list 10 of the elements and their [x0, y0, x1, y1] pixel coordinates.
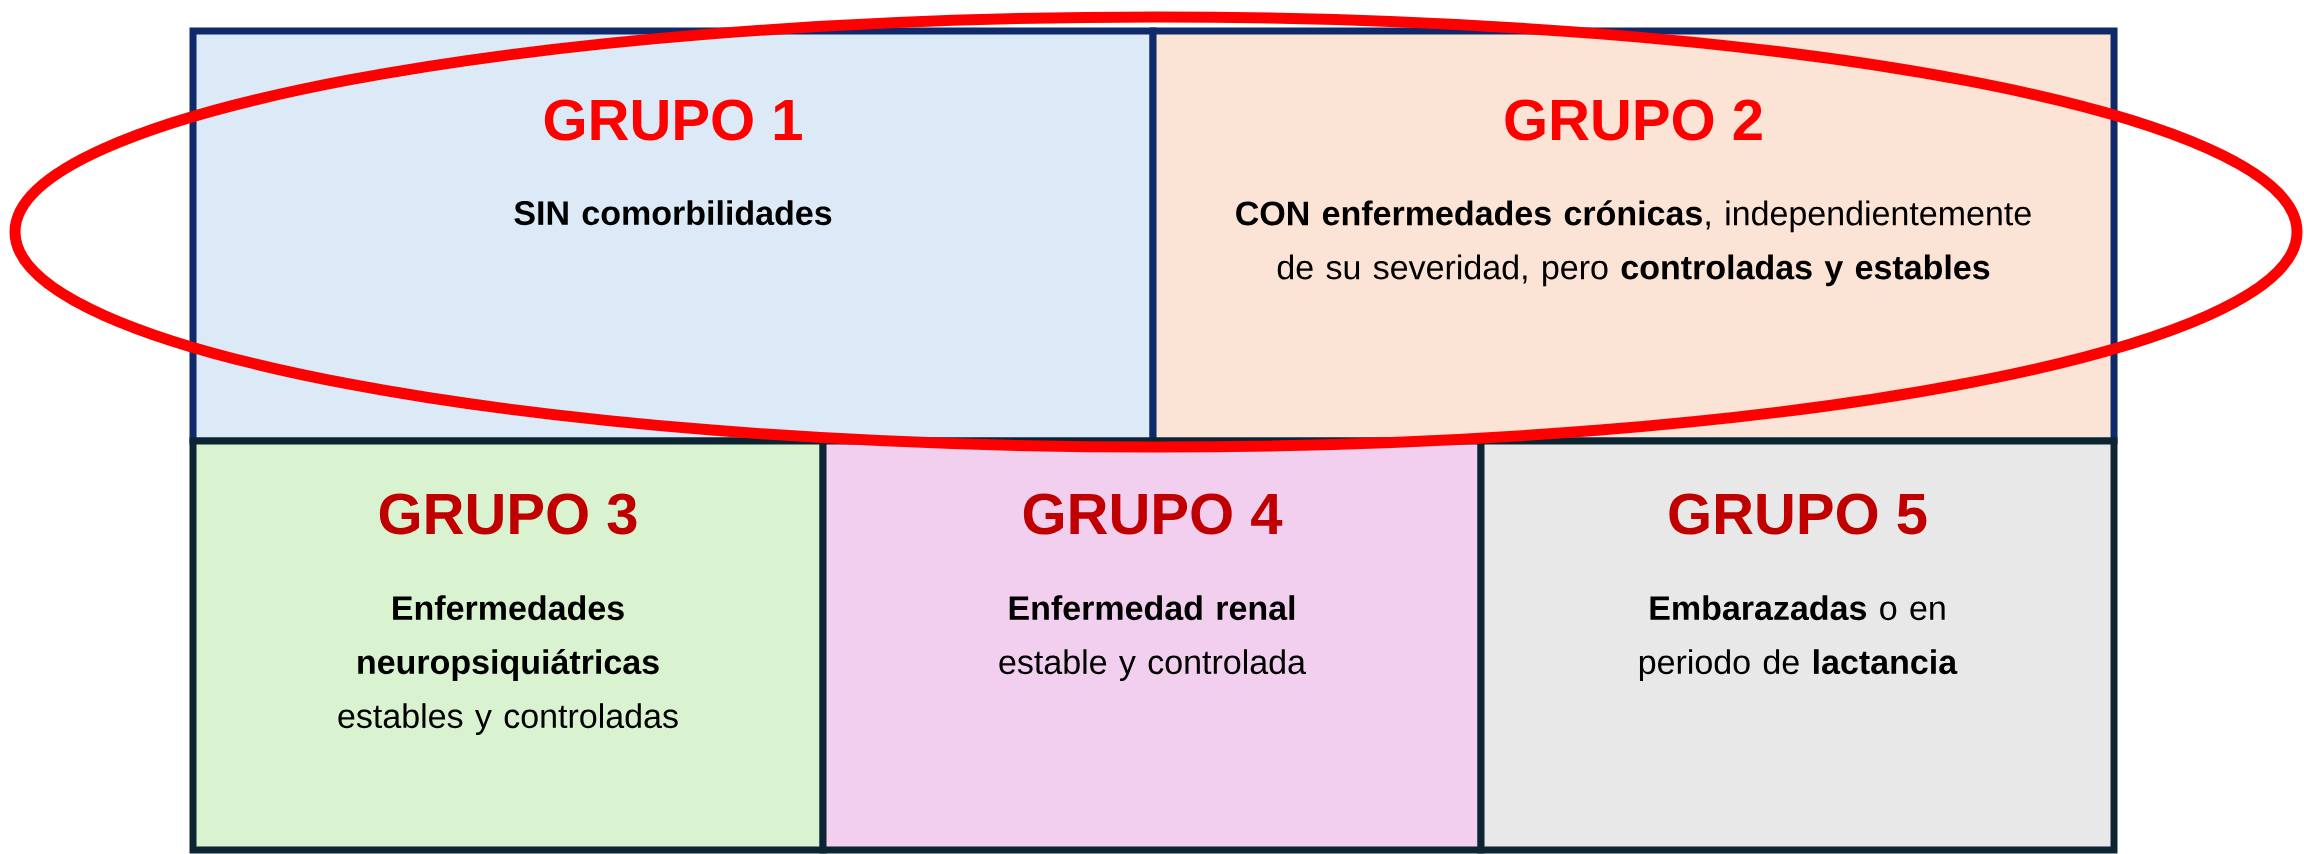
group-heading: GRUPO 3 — [379, 493, 637, 535]
group-heading: GRUPO 1 — [544, 99, 802, 141]
group-description: Enfermedad renal estable y controlada — [999, 595, 1306, 681]
group-description: Enfermedades neuropsiquiátricas estables y controladas — [338, 595, 678, 735]
group-description: CON enfermedades crónicas, independientemente de su severidad, pero controladas y estables — [1236, 200, 2031, 287]
group-heading: GRUPO 4 — [1023, 493, 1283, 535]
group-heading: GRUPO 2 — [1505, 99, 1762, 141]
group-heading: GRUPO 5 — [1669, 493, 1927, 535]
group-description: Embarazadas o en periodo de lactancia — [1639, 595, 1958, 681]
group-description: SIN comorbilidades — [514, 200, 832, 226]
